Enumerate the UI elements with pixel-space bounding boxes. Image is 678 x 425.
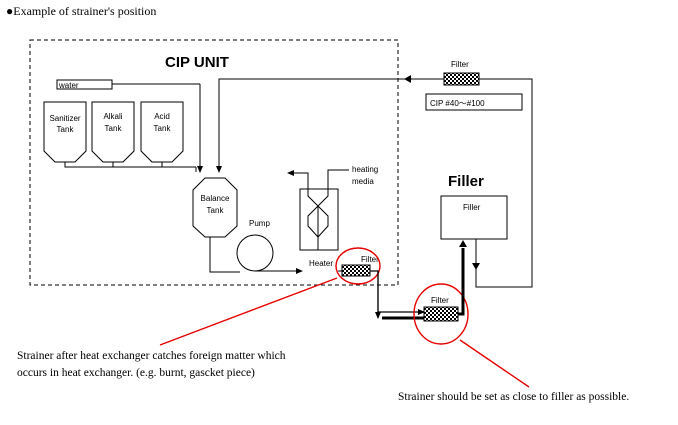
balance-tank-label-2: Tank <box>207 206 225 215</box>
return-line-filter-label: Filter <box>451 60 469 69</box>
alkali-tank: Alkali Tank <box>91 101 135 163</box>
sanitizer-tank-label-1: Sanitizer <box>49 114 80 123</box>
filler-return-arrow <box>472 263 480 270</box>
heat-exchanger-note-line1: Strainer after heat exchanger catches fo… <box>17 350 286 362</box>
cip-mesh-box <box>425 93 523 111</box>
acid-tank-label-1: Acid <box>154 112 170 121</box>
heating-media-label-1: heating <box>352 165 378 174</box>
filler-filter-highlight <box>413 283 469 345</box>
page-heading: ●Example of strainer's position <box>6 4 156 18</box>
alkali-tank-label-2: Tank <box>105 124 123 133</box>
heat-exchanger-callout-line <box>159 277 338 346</box>
heating-media-lines <box>287 169 349 189</box>
balance-tank-label-1: Balance <box>201 194 230 203</box>
return-line-arrow <box>404 75 411 83</box>
heat-exchanger <box>299 188 339 251</box>
heating-media-label-2: media <box>352 177 374 186</box>
cip-unit-title: CIP UNIT <box>165 54 229 71</box>
filler-return-line <box>475 78 533 288</box>
balance-to-pump-pipe <box>209 237 240 273</box>
pump-label: Pump <box>249 219 270 228</box>
alkali-tank-label-1: Alkali <box>103 112 122 121</box>
heat-exchanger-note-line2: occurs in heat exchanger. (e.g. burnt, g… <box>17 367 255 379</box>
heater-filter-highlight <box>335 247 381 285</box>
filler-title: Filler <box>448 173 484 190</box>
filler-callout-line <box>459 339 530 388</box>
filler-inlet-filter-label: Filter <box>431 296 449 305</box>
return-line-into-unit <box>216 78 444 173</box>
sanitizer-tank-label-2: Tank <box>57 125 75 134</box>
filler-box <box>440 195 508 240</box>
cip-mesh-label: CIP #40～#100 <box>430 99 485 108</box>
acid-tank: Acid Tank <box>140 101 184 163</box>
filler-box-label: Filler <box>463 203 481 212</box>
heater-outlet-filter <box>341 264 371 277</box>
pump <box>236 234 274 272</box>
return-line-filter <box>443 72 480 86</box>
tank-outlet-piping <box>64 84 203 173</box>
filler-inlet-filter <box>423 306 459 322</box>
sanitizer-tank: Sanitizer Tank <box>43 101 87 163</box>
balance-tank: Balance Tank <box>192 177 238 238</box>
filler-note: Strainer should be set as close to fille… <box>398 391 629 403</box>
heater-outlet-filter-label: Filter <box>361 255 379 264</box>
filler-inlet-arrow <box>459 240 467 247</box>
filler-inlet-pipe <box>458 248 465 316</box>
acid-tank-label-2: Tank <box>154 124 172 133</box>
cip-unit-boundary <box>29 39 399 286</box>
heater-label: Heater <box>309 259 333 268</box>
water-label: water <box>58 81 79 90</box>
